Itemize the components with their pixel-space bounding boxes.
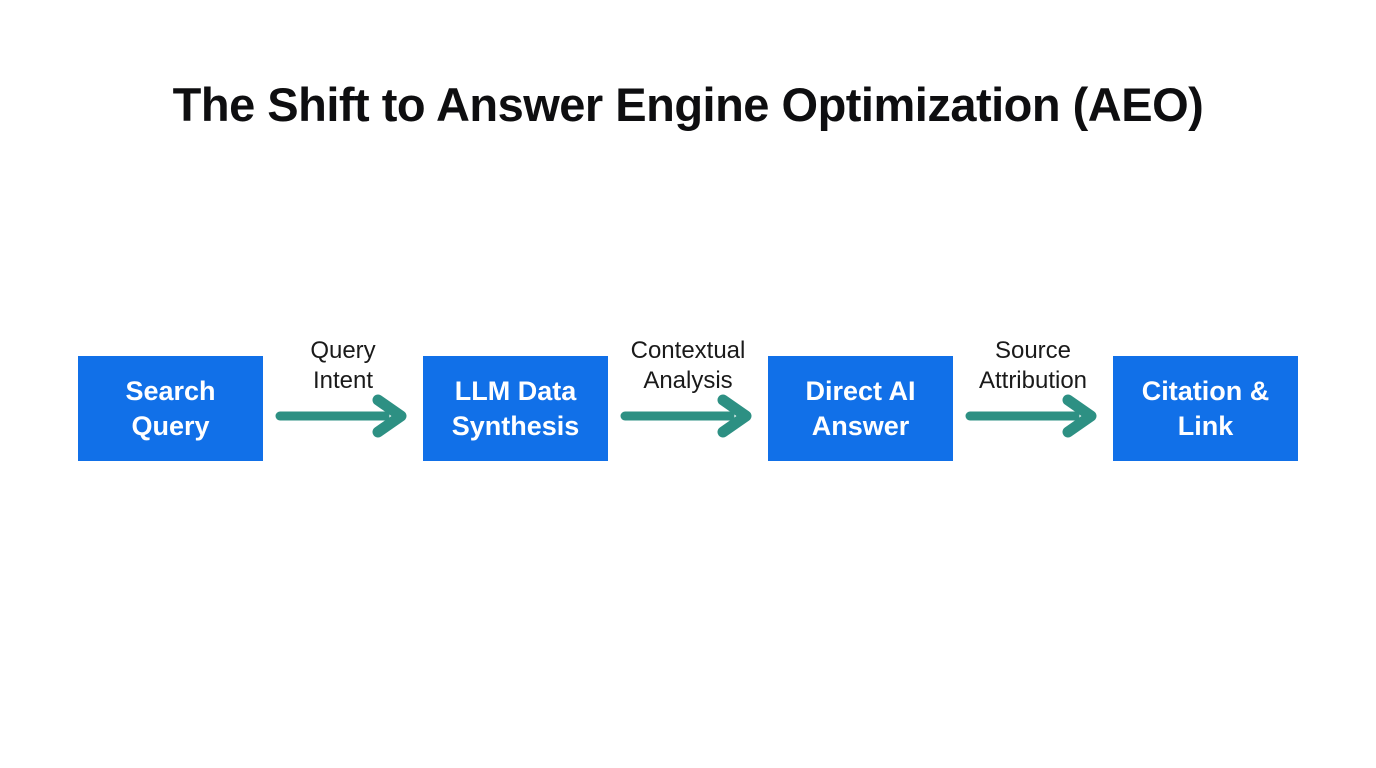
connector-label: Contextual Analysis	[630, 337, 746, 394]
flow-node-llm-data-synthesis: LLM Data Synthesis	[423, 356, 608, 461]
page-title: The Shift to Answer Engine Optimization …	[172, 78, 1204, 131]
connector-label: Query Intent	[310, 337, 376, 394]
flow-node-label: LLM Data Synthesis	[451, 375, 580, 441]
right-arrow-icon	[275, 394, 407, 438]
connector-label: Source Attribution	[978, 337, 1088, 394]
flow-node-search-query: Search Query	[78, 356, 263, 461]
flow-node-direct-ai-answer: Direct AI Answer	[768, 356, 953, 461]
right-arrow-icon	[965, 394, 1097, 438]
flow-node-label: Search Query	[125, 375, 216, 441]
connector-source-attribution: Source Attribution	[953, 337, 1113, 461]
flow-node-citation-link: Citation & Link	[1113, 356, 1298, 461]
flow-node-label: Direct AI Answer	[805, 375, 916, 441]
connector-query-intent: Query Intent	[263, 337, 423, 461]
connector-contextual-analysis: Contextual Analysis	[608, 337, 768, 461]
right-arrow-icon	[620, 394, 752, 438]
flow-node-label: Citation & Link	[1141, 375, 1270, 441]
flow-diagram: Search Query Query Intent LLM Data Synth…	[78, 337, 1298, 461]
